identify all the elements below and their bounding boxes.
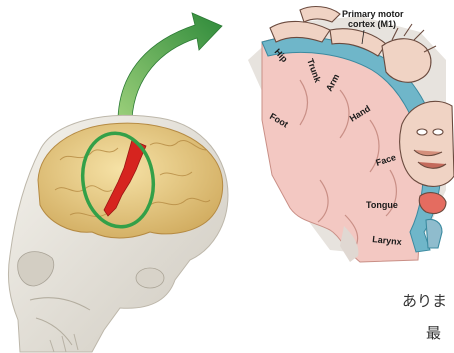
curved-arrow-icon [118, 13, 222, 118]
title-line1: Primary motor [342, 9, 404, 19]
caption-line1: ありま [402, 292, 447, 310]
title-line2: cortex (M1) [348, 19, 396, 29]
label-tongue: Tongue [366, 200, 398, 210]
caption-line2: 最 [426, 324, 441, 342]
